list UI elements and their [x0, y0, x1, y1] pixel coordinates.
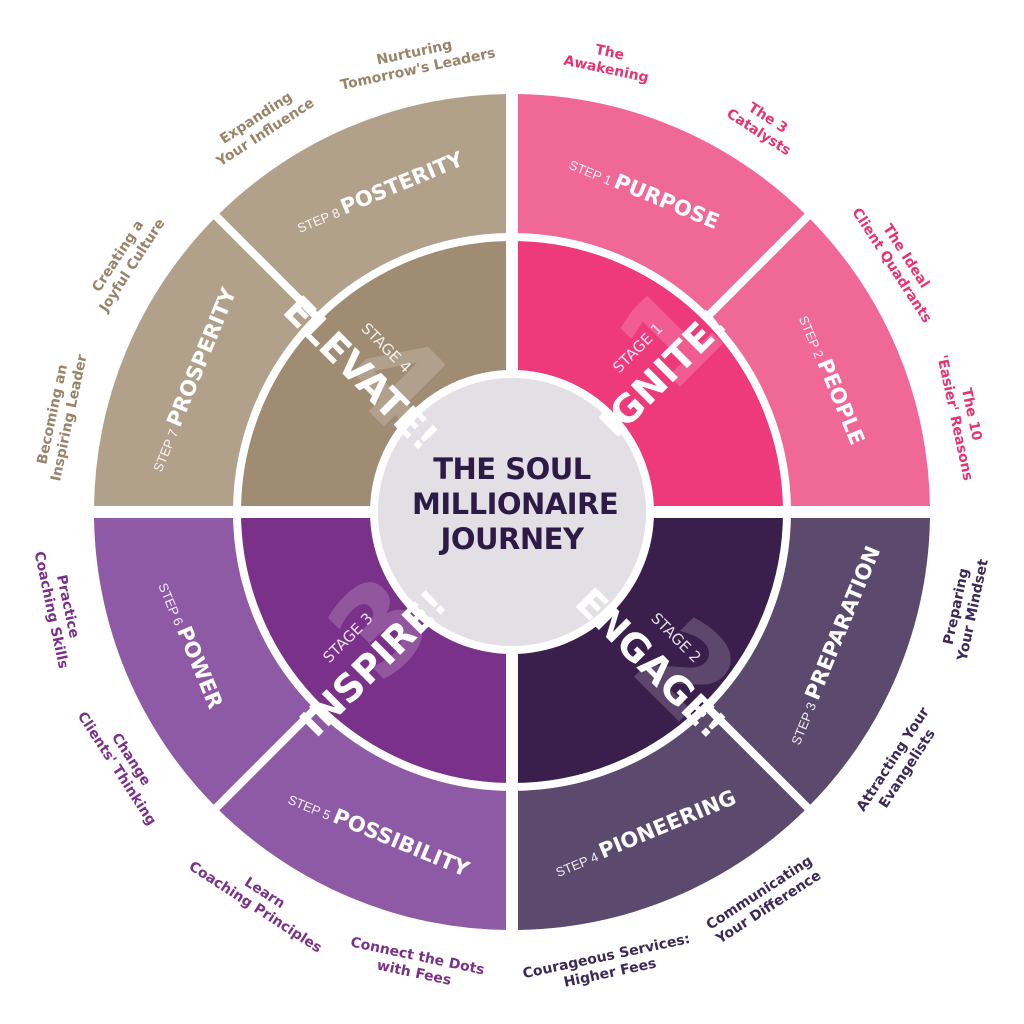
step-sector-pioneering — [512, 706, 808, 930]
center-title-line-1: THE SOUL — [433, 452, 591, 486]
stage-sector-elevate — [237, 237, 512, 512]
step-sector-possibility — [216, 706, 512, 930]
step-sector-shape — [216, 706, 512, 930]
step-sector-posterity — [216, 94, 512, 318]
outer-label: The 10'Easier' Reasons — [933, 354, 984, 482]
stage-sector-engage — [512, 512, 787, 787]
step-sector-prosperity — [94, 216, 318, 512]
stage-sector-shape — [237, 237, 512, 512]
stage-sector-ignite — [512, 237, 787, 512]
step-sector-shape — [94, 512, 318, 808]
outer-label-line: The — [594, 42, 626, 64]
stage-sector-shape — [512, 512, 787, 787]
step-sector-purpose — [512, 94, 808, 318]
stage-sector-shape — [512, 237, 787, 512]
center-title-line-3: JOURNEY — [440, 522, 584, 556]
step-sector-power — [94, 512, 318, 808]
sector-divider — [206, 703, 321, 818]
stage-sector-shape — [237, 512, 512, 787]
center-disc — [378, 378, 646, 646]
ring-divider — [233, 233, 791, 791]
step-sector-shape — [512, 94, 808, 318]
step-sector-people — [706, 216, 930, 512]
sector-divider — [206, 206, 321, 321]
outer-label: Courageous Services:Higher Fees — [521, 931, 691, 991]
step-sector-shape — [706, 216, 930, 512]
sector-divider — [703, 703, 818, 818]
step-sector-shape — [94, 216, 318, 512]
step-sector-shape — [216, 94, 512, 318]
center-title-line-2: MILLIONAIRE — [412, 487, 619, 521]
stage-sector-inspire — [237, 512, 512, 787]
step-sector-preparation — [706, 512, 930, 808]
step-sector-shape — [512, 706, 808, 930]
sector-divider — [703, 206, 818, 321]
step-sector-shape — [706, 512, 930, 808]
center-title: THE SOUL MILLIONAIRE JOURNEY — [412, 452, 619, 557]
